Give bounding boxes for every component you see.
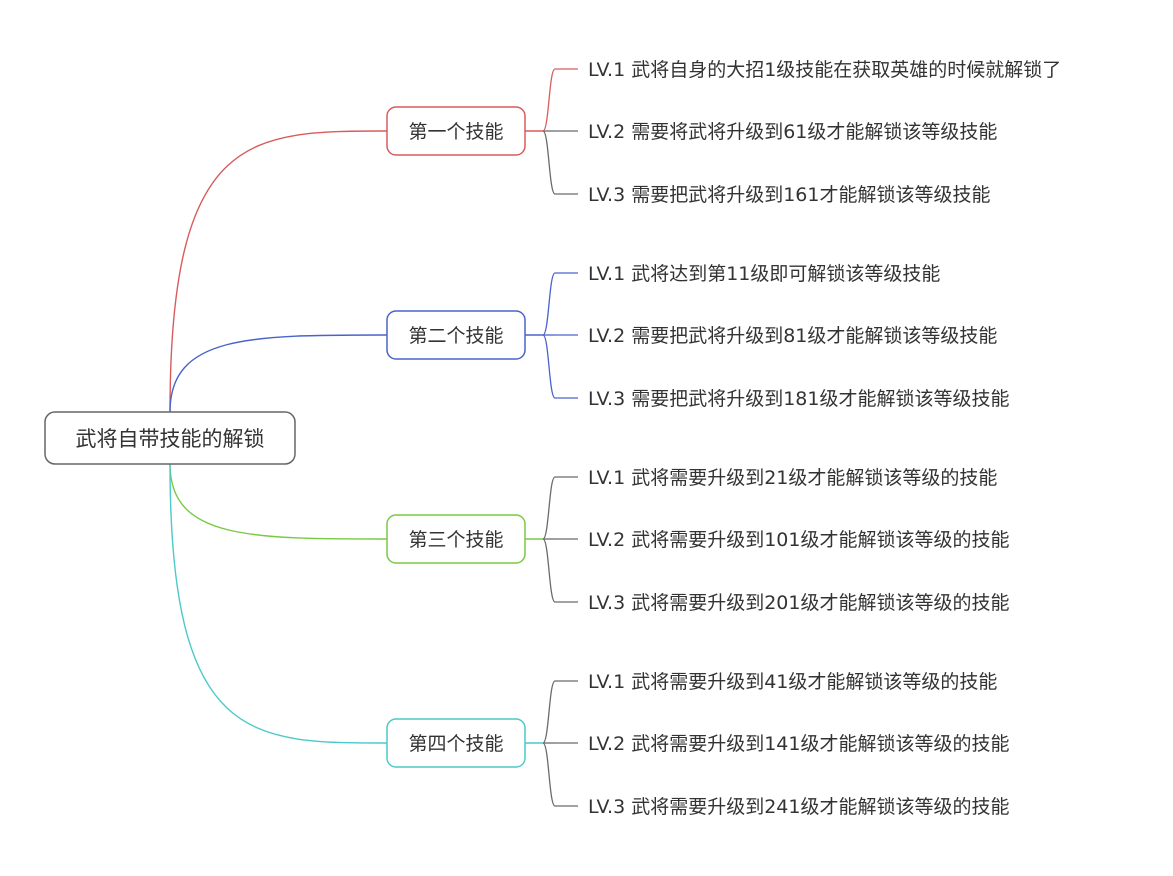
leaf-label-2-3[interactable]: LV.3 需要把武将升级到181级才能解锁该等级技能: [588, 388, 1009, 410]
root-node-box: [44, 411, 296, 465]
leaf-label-3-3[interactable]: LV.3 武将需要升级到201级才能解锁该等级的技能: [588, 592, 1009, 614]
branch-node-label-3: 第三个技能: [408, 529, 503, 551]
leaf-label-2-1[interactable]: LV.1 武将达到第11级即可解锁该等级技能: [588, 263, 940, 285]
leaf-edge-2-3: [542, 334, 556, 399]
leaf-label-3-1[interactable]: LV.1 武将需要升级到21级才能解锁该等级的技能: [588, 467, 997, 489]
root-node-label: 武将自带技能的解锁: [76, 427, 265, 451]
leaf-edge-3-1: [542, 476, 556, 540]
leaf-label-1-1[interactable]: LV.1 武将自身的大招1级技能在获取英雄的时候就解锁了: [588, 59, 1061, 81]
branch-edge-3: [169, 463, 388, 540]
leaf-label-3-2[interactable]: LV.2 武将需要升级到101级才能解锁该等级的技能: [588, 529, 1009, 551]
branch-node-box-4: [386, 718, 526, 768]
branch-node-4[interactable]: 第四个技能: [386, 718, 526, 768]
branch-node-box-2: [386, 310, 526, 360]
branch-node-box-3: [386, 514, 526, 564]
leaf-label-1-3[interactable]: LV.3 需要把武将升级到161才能解锁该等级技能: [588, 184, 990, 206]
leaf-edge-2-1: [542, 272, 556, 336]
leaf-edge-4-3: [542, 742, 556, 807]
leaf-edge-3-3: [542, 538, 556, 603]
leaf-edge-1-3: [542, 130, 556, 195]
leaf-label-4-2[interactable]: LV.2 武将需要升级到141级才能解锁该等级的技能: [588, 733, 1009, 755]
leaf-edge-1-1: [542, 68, 556, 132]
branch-edge-1: [169, 130, 388, 413]
branch-edge-4: [169, 463, 388, 744]
branch-node-label-4: 第四个技能: [408, 733, 503, 755]
branch-edge-2: [169, 334, 388, 413]
branch-node-3[interactable]: 第三个技能: [386, 514, 526, 564]
branch-node-box-1: [386, 106, 526, 156]
branch-node-1[interactable]: 第一个技能: [386, 106, 526, 156]
branch-node-label-1: 第一个技能: [408, 121, 503, 143]
leaf-label-2-2[interactable]: LV.2 需要把武将升级到81级才能解锁该等级技能: [588, 325, 997, 347]
leaf-label-4-1[interactable]: LV.1 武将需要升级到41级才能解锁该等级的技能: [588, 671, 997, 693]
branch-node-2[interactable]: 第二个技能: [386, 310, 526, 360]
edges-layer: [169, 68, 578, 807]
leaf-label-4-3[interactable]: LV.3 武将需要升级到241级才能解锁该等级的技能: [588, 796, 1009, 818]
leaf-edge-4-1: [542, 680, 556, 744]
root-node[interactable]: 武将自带技能的解锁: [44, 411, 296, 465]
leaf-label-1-2[interactable]: LV.2 需要将武将升级到61级才能解锁该等级技能: [588, 121, 997, 143]
branch-node-label-2: 第二个技能: [408, 325, 503, 347]
nodes-layer: 武将自带技能的解锁 LV.1 武将自身的大招1级技能在获取英雄的时候就解锁了 LV…: [44, 59, 1061, 818]
